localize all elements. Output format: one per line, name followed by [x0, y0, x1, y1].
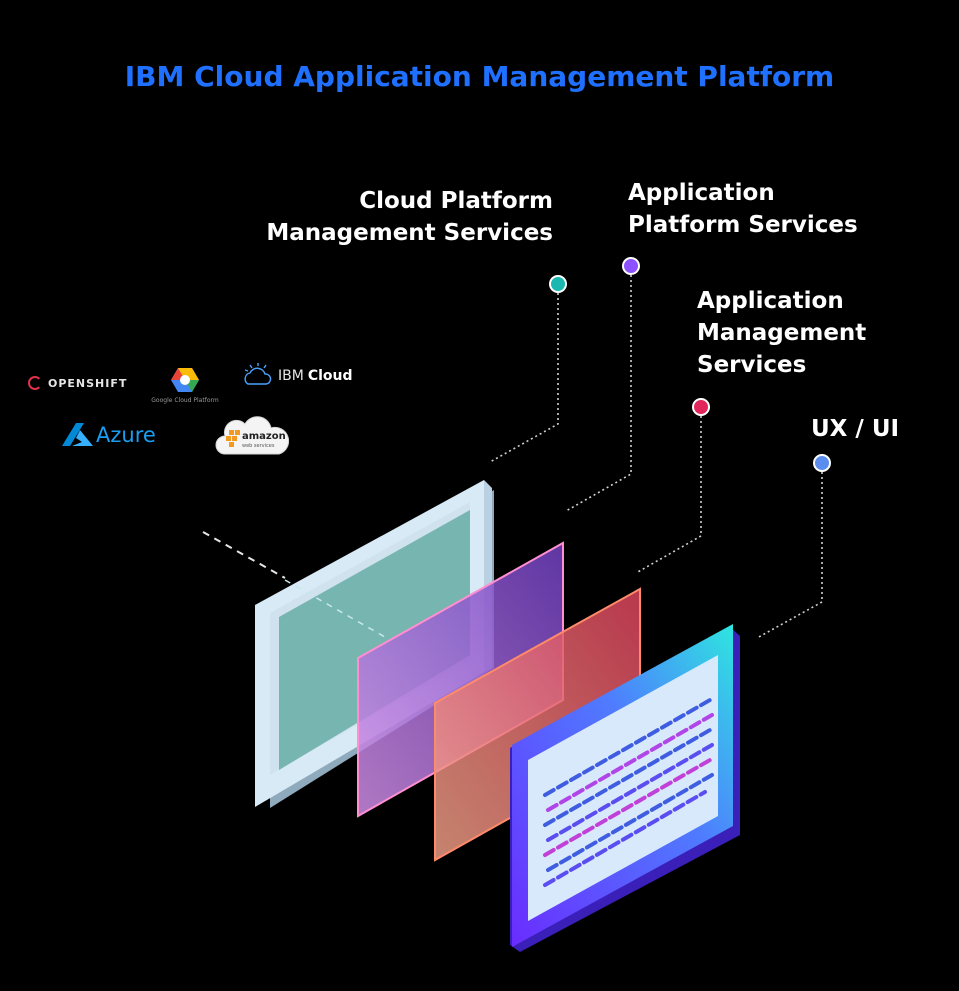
connector-line	[489, 293, 559, 463]
ux-ui-layer	[510, 624, 740, 952]
marker-dot	[692, 398, 710, 416]
label-application-platform: Application Platform Services	[628, 177, 858, 241]
label-cloud-platform-management: Cloud Platform Management Services	[266, 185, 553, 249]
openshift-logo: OPENSHIFT	[28, 376, 127, 390]
label-line: Services	[697, 352, 807, 378]
label-line: Application	[628, 180, 775, 206]
label-application-management: Application Management Services	[697, 285, 866, 381]
aws-cloud-icon	[215, 416, 290, 455]
cloud-icon	[244, 363, 272, 385]
monitor-layer	[255, 480, 494, 808]
marker-dot	[549, 275, 567, 293]
aws-logo: amazon web services	[215, 414, 290, 460]
connector-line	[756, 472, 823, 639]
connector-line	[635, 416, 702, 574]
azure-icon	[62, 423, 93, 446]
label-line: Application	[697, 288, 844, 314]
label-ux-ui: UX / UI	[811, 413, 899, 445]
marker-dot	[622, 257, 640, 275]
ibm-cloud-logo: IBM Cloud	[242, 362, 353, 390]
azure-logo: Azure	[62, 422, 156, 448]
label-line: UX / UI	[811, 416, 900, 442]
label-line: Management Services	[266, 220, 553, 246]
openshift-icon	[28, 376, 42, 390]
google-cloud-logo: Google Cloud Platform	[150, 366, 220, 404]
page-title: IBM Cloud Application Management Platfor…	[124, 60, 835, 93]
label-line: Platform Services	[628, 212, 858, 238]
google-cloud-icon	[171, 368, 199, 392]
dashed-guide-line	[202, 531, 286, 579]
connector-line	[565, 275, 632, 512]
label-line: Management	[697, 320, 867, 346]
marker-dot	[813, 454, 831, 472]
label-line: Cloud Platform	[359, 188, 553, 214]
